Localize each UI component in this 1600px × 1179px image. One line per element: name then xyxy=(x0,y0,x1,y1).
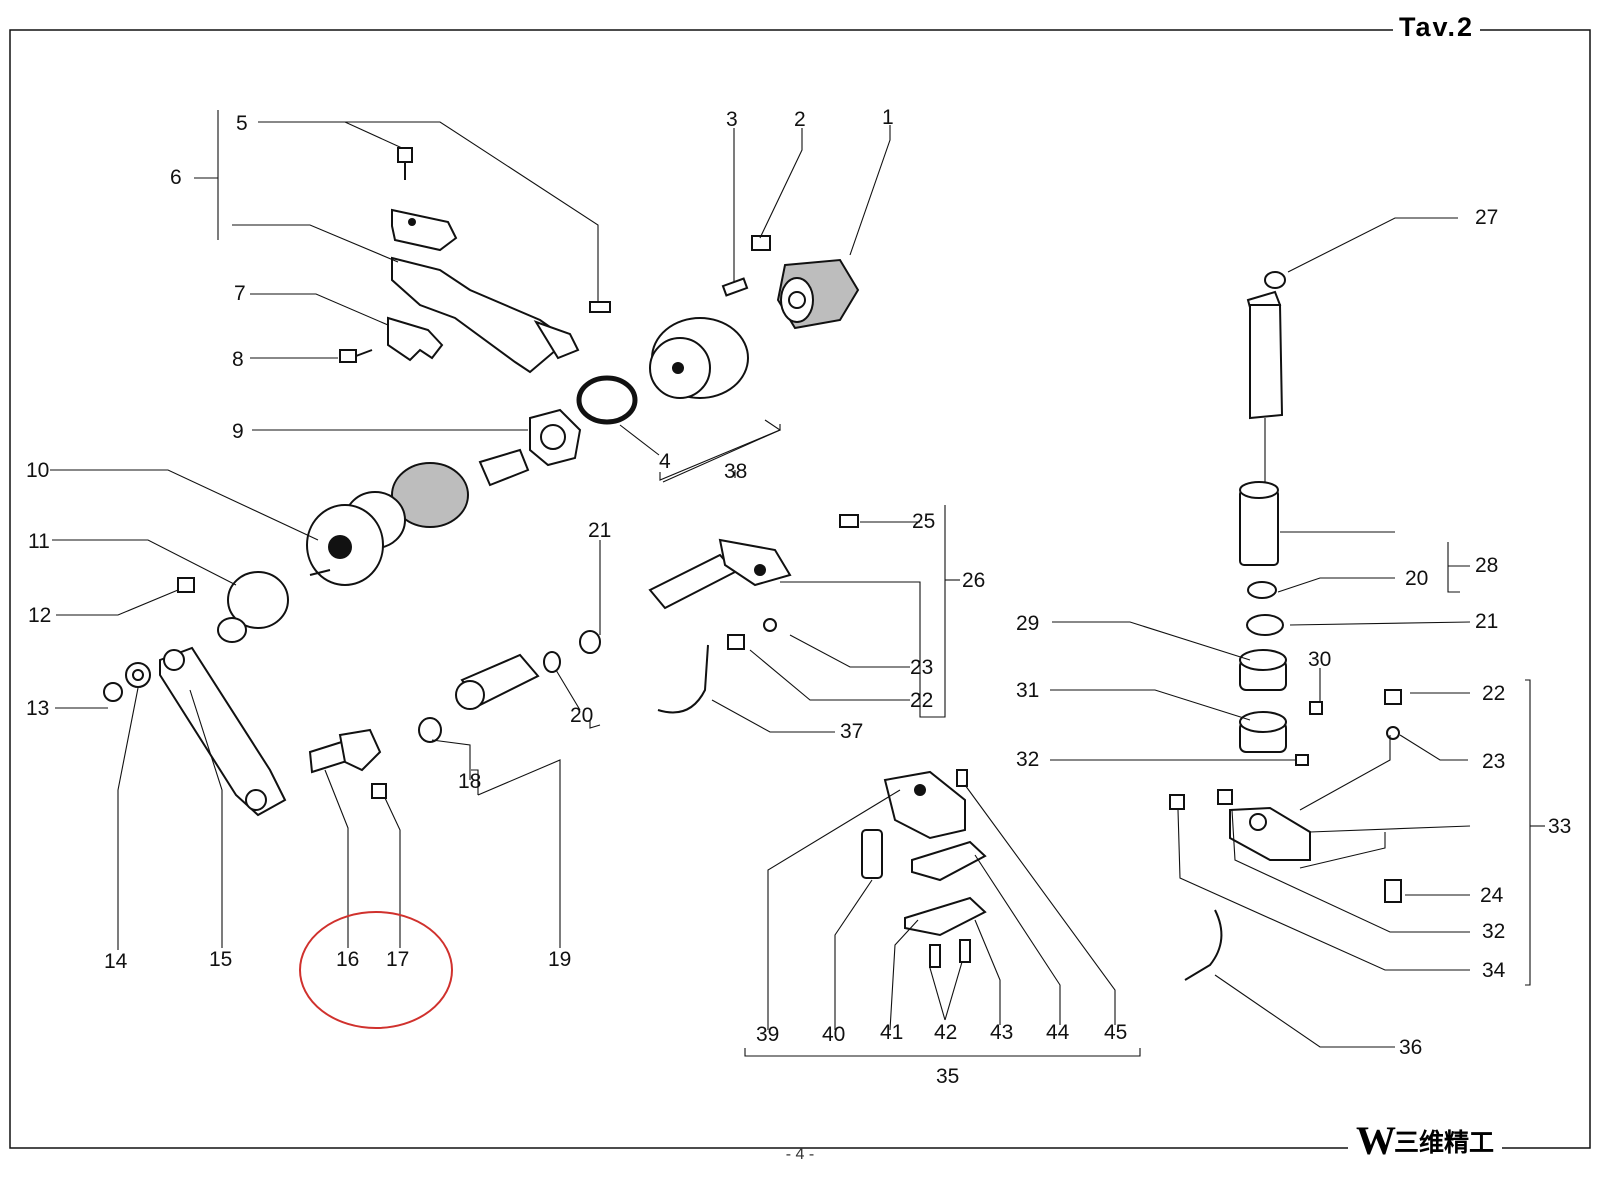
callout-37: 37 xyxy=(840,720,863,743)
callout-23a: 23 xyxy=(910,656,933,679)
callout-6: 6 xyxy=(170,166,182,189)
page-frame xyxy=(9,29,1591,1149)
callout-20b: 20 xyxy=(1405,567,1428,590)
callout-38: 38 xyxy=(724,460,747,483)
callout-3: 3 xyxy=(726,108,738,131)
callout-41: 41 xyxy=(880,1021,903,1044)
callout-42: 42 xyxy=(934,1021,957,1044)
callout-36: 36 xyxy=(1399,1036,1422,1059)
callout-28: 28 xyxy=(1475,554,1498,577)
callout-8: 8 xyxy=(232,348,244,371)
callout-13: 13 xyxy=(26,697,49,720)
leader-lines xyxy=(50,110,1545,1057)
callout-22a: 22 xyxy=(910,689,933,712)
callout-35: 35 xyxy=(936,1065,959,1088)
callout-2: 2 xyxy=(794,108,806,131)
callout-27: 27 xyxy=(1475,206,1498,229)
callout-29: 29 xyxy=(1016,612,1039,635)
callout-33: 33 xyxy=(1548,815,1571,838)
callout-17: 17 xyxy=(386,948,409,971)
brand-name: 三维精工 xyxy=(1394,1128,1495,1157)
callout-26: 26 xyxy=(962,569,985,592)
callout-22b: 22 xyxy=(1482,682,1505,705)
callout-43: 43 xyxy=(990,1021,1013,1044)
callout-1: 1 xyxy=(882,106,894,129)
callout-20a: 20 xyxy=(570,704,593,727)
callout-23b: 23 xyxy=(1482,750,1505,773)
callout-34: 34 xyxy=(1482,959,1506,982)
callout-7: 7 xyxy=(234,282,246,305)
callout-44: 44 xyxy=(1046,1021,1070,1044)
callout-24: 24 xyxy=(1480,884,1504,907)
callout-labels: 1 2 3 4 5 6 7 8 9 10 11 12 13 14 15 16 1… xyxy=(26,106,1571,1088)
callout-12: 12 xyxy=(28,604,51,627)
callout-31: 31 xyxy=(1016,679,1039,702)
callout-9: 9 xyxy=(232,420,244,443)
callout-32a: 32 xyxy=(1016,748,1039,771)
highlight-circle xyxy=(299,911,453,1029)
callout-4: 4 xyxy=(659,450,671,473)
callout-10: 10 xyxy=(26,459,49,482)
callout-21a: 21 xyxy=(588,519,611,542)
page-number: - 4 - xyxy=(785,1146,815,1163)
callout-40: 40 xyxy=(822,1023,845,1046)
callout-39: 39 xyxy=(756,1023,779,1046)
callout-30: 30 xyxy=(1308,648,1331,671)
callout-25: 25 xyxy=(912,510,935,533)
callout-21b: 21 xyxy=(1475,610,1498,633)
brand-logo: W xyxy=(1356,1118,1396,1163)
callout-15: 15 xyxy=(209,948,232,971)
callout-32b: 32 xyxy=(1482,920,1505,943)
part-drawings xyxy=(103,147,1402,981)
callout-11: 11 xyxy=(28,530,50,553)
callout-16: 16 xyxy=(336,948,359,971)
brand-block: W 三维精工 xyxy=(1348,1118,1503,1163)
callout-45: 45 xyxy=(1104,1021,1127,1044)
callout-14: 14 xyxy=(104,950,128,973)
callout-19: 19 xyxy=(548,948,571,971)
callout-5: 5 xyxy=(236,112,248,135)
sheet-title: Tav.2 xyxy=(1392,12,1480,43)
callout-18: 18 xyxy=(458,770,481,793)
